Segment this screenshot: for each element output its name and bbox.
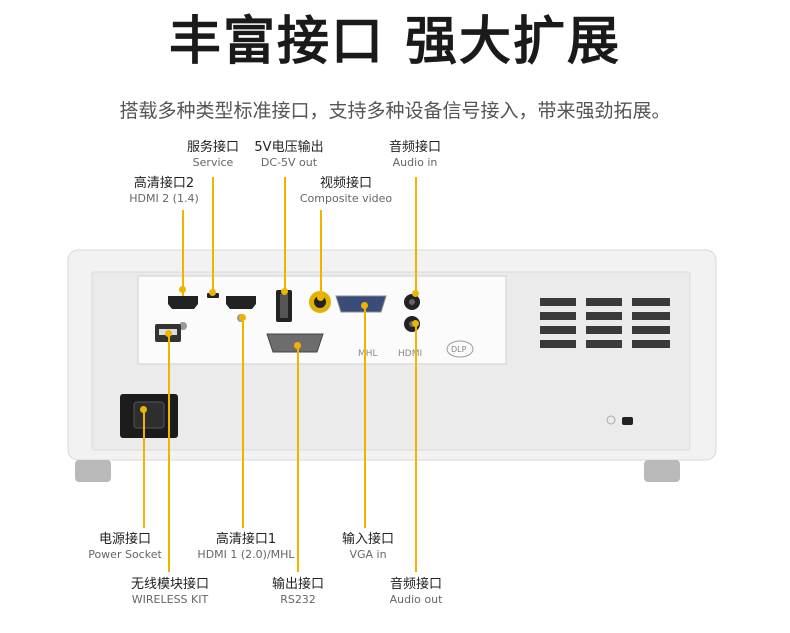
label-zh: 输入接口: [341, 532, 394, 547]
label-zh: 音频接口: [389, 577, 442, 592]
label-zh: 无线模块接口: [130, 577, 209, 592]
leader-line: [415, 324, 417, 572]
label-en: Composite video: [299, 191, 393, 205]
label-zh: 服务接口: [186, 140, 239, 155]
leader-line: [212, 177, 214, 293]
leader-dot: [165, 330, 172, 337]
label-en: Audio out: [389, 592, 443, 606]
leader-line: [168, 334, 170, 572]
label-en: Power Socket: [88, 547, 162, 561]
projector-foot-right: [644, 460, 680, 482]
lock-icon: [606, 415, 616, 425]
leader-dot: [239, 314, 246, 321]
label-zh: 音频接口: [388, 140, 441, 155]
vent-grille: [540, 298, 670, 348]
mhl-logo: MHL: [358, 349, 378, 359]
leader-line: [415, 177, 417, 294]
label-zh: 电源接口: [98, 532, 151, 547]
leader-line: [182, 210, 184, 296]
leader-dot: [281, 288, 288, 295]
leader-line: [242, 318, 244, 528]
label-en: HDMI 1 (2.0)/MHL: [197, 547, 295, 561]
label-en: DC-5V out: [260, 155, 318, 169]
projector-foot-left: [75, 460, 111, 482]
page-subtitle: 搭载多种类型标准接口，支持多种设备信号接入，带来强劲拓展。: [119, 100, 671, 122]
io-panel: [137, 275, 507, 365]
label-zh: 视频接口: [319, 176, 372, 191]
label-en: RS232: [280, 592, 316, 606]
leader-line: [297, 346, 299, 572]
leader-dot: [412, 290, 419, 297]
label-zh: 5V电压输出: [254, 140, 324, 155]
hdmi-logo: HDMI: [398, 349, 422, 359]
leader-dot: [179, 286, 186, 293]
leader-dot: [317, 294, 324, 301]
leader-line: [284, 177, 286, 290]
page-title: 丰富接口 强大扩展: [168, 12, 622, 72]
leader-dot: [209, 289, 216, 296]
leader-dot: [294, 342, 301, 349]
label-en: Audio in: [392, 155, 438, 169]
label-en: HDMI 2 (1.4): [129, 191, 199, 205]
label-zh: 高清接口2: [133, 176, 195, 191]
label-zh: 输出接口: [271, 577, 324, 592]
leader-line: [364, 306, 366, 528]
dlp-logo: DLP: [451, 345, 467, 354]
leader-line: [320, 210, 322, 298]
lock-slot: [622, 417, 633, 425]
leader-dot: [361, 302, 368, 309]
label-en: VGA in: [349, 547, 387, 561]
dlp-logo-ring: [446, 340, 474, 358]
leader-line: [143, 410, 145, 528]
label-en: WIRELESS KIT: [131, 592, 209, 606]
hdmi1-port: [226, 296, 256, 309]
leader-dot: [140, 406, 147, 413]
leader-dot: [412, 320, 419, 327]
hdmi2-port: [168, 296, 198, 309]
label-zh: 高清接口1: [215, 532, 277, 547]
label-en: Service: [192, 155, 234, 169]
